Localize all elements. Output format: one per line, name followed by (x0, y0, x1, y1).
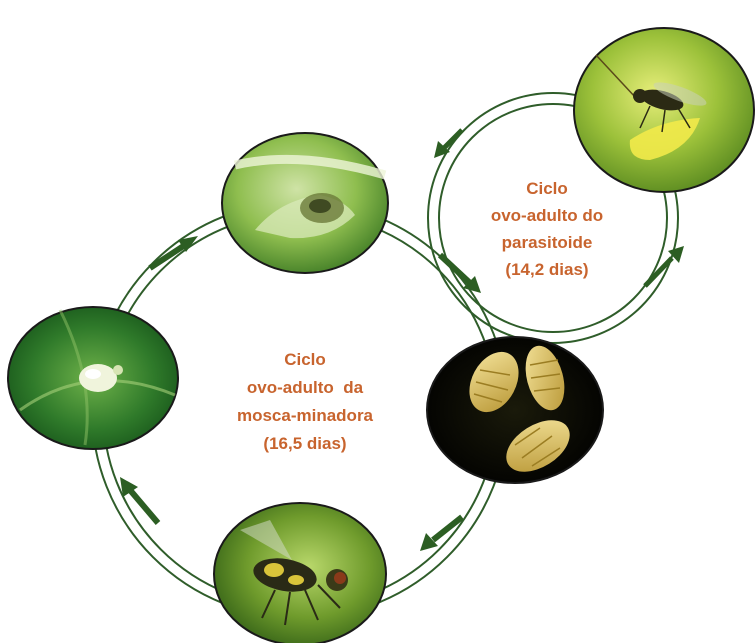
photo-leaf-mine (222, 133, 388, 273)
main-cycle-organism: mosca-minadora (205, 402, 405, 430)
parasitoid-cycle-organism: parasitoide (462, 229, 632, 256)
photo-adult-fly (214, 503, 386, 643)
main-cycle-duration: (16,5 dias) (205, 430, 405, 458)
arrow-pupae-to-adult (420, 517, 462, 551)
photo-egg (8, 307, 178, 449)
photo-parasitoid (574, 28, 754, 192)
parasitoid-cycle-label: Ciclo ovo-adulto do parasitoide (14,2 di… (462, 175, 632, 283)
main-cycle-subtitle: ovo-adulto da (205, 374, 405, 402)
parasitoid-cycle-duration: (14,2 dias) (462, 256, 632, 283)
parasitoid-cycle-title: Ciclo (462, 175, 632, 202)
arrow-parasitoid-bottom (645, 246, 684, 286)
photo-pupae (427, 337, 603, 483)
main-cycle-title: Ciclo (205, 346, 405, 374)
main-cycle-label: Ciclo ovo-adulto da mosca-minadora (16,5… (205, 346, 405, 458)
arrow-egg-to-mine (150, 236, 198, 268)
parasitoid-cycle-subtitle: ovo-adulto do (462, 202, 632, 229)
